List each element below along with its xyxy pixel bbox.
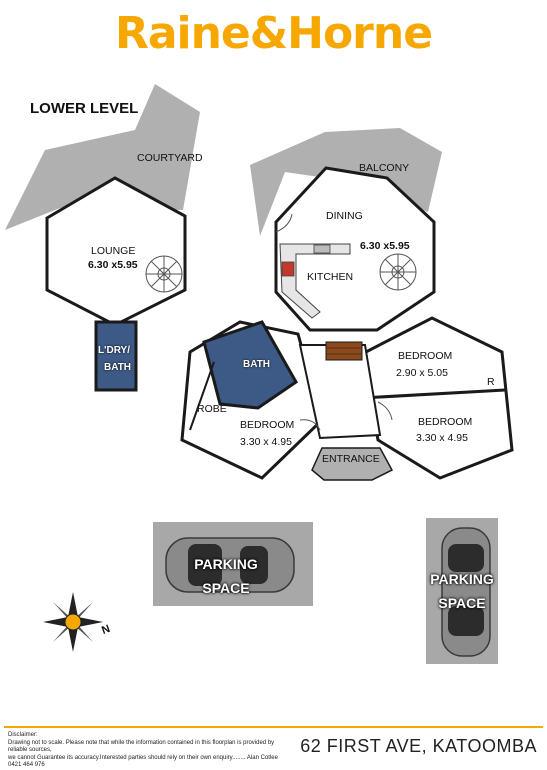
level-title: LOWER LEVEL: [30, 100, 139, 117]
laundry-bath-room: [94, 320, 138, 392]
disclaimer-title: Disclaimer:: [8, 732, 38, 738]
robe-marker: R: [487, 376, 495, 388]
floorplan-drawing: [5, 84, 514, 664]
lounge-walls: [45, 176, 187, 327]
balcony-label: BALCONY: [359, 162, 410, 174]
bedroom-right-label: BEDROOM: [418, 416, 473, 428]
bedroom-left-size: 3.30 x 4.95: [240, 436, 292, 448]
bedroom-right-walls: [360, 316, 514, 480]
lounge-label: LOUNGE: [91, 245, 136, 257]
dining-size: 6.30 x5.95: [360, 240, 410, 252]
courtyard-label: COURTYARD: [137, 152, 203, 164]
footer-divider: [4, 726, 543, 728]
dining-label: DINING: [326, 210, 363, 222]
entrance-label: ENTRANCE: [322, 453, 380, 465]
disclaimer-line-1: Drawing not to scale. Please note that w…: [8, 739, 275, 754]
kitchen-label: KITCHEN: [307, 271, 354, 283]
kitchen-cooktop: [281, 261, 295, 277]
laundry-label: L'DRY/: [98, 345, 131, 356]
disclaimer-line-2: we cannot Guarantee its accuracy.Interes…: [8, 754, 278, 769]
bedroom-divider-wall: [361, 388, 506, 400]
compass-rose-icon: [43, 592, 103, 652]
entrance-porch: [311, 447, 394, 481]
courtyard-area: [5, 84, 200, 230]
robe-label: ROBE: [197, 403, 227, 415]
hall-stair: [325, 341, 363, 361]
bedroom-top-right-label: BEDROOM: [398, 350, 453, 362]
parking-right-label-2: SPACE: [438, 595, 486, 611]
robe-wall: [189, 361, 215, 431]
door-swings: [275, 213, 393, 431]
property-address: 62 FIRST AVE, KATOOMBA: [300, 736, 537, 756]
laundry-bath-label: BATH: [104, 362, 132, 373]
lounge-size: 6.30 x5.95: [88, 259, 138, 271]
bath-room: [202, 320, 298, 410]
bedroom-right-size: 3.30 x 4.95: [416, 432, 468, 444]
car-left: [165, 537, 295, 593]
bedroom-left-label: BEDROOM: [240, 419, 295, 431]
car-right: [441, 527, 491, 657]
parking-left-label: PARKING SPACE: [194, 556, 258, 596]
lounge-spiral-stair: [145, 255, 183, 293]
bath-label: BATH: [243, 359, 271, 370]
parking-right-label-1: PARKING: [430, 571, 494, 587]
kitchen-sink: [313, 244, 331, 254]
bedroom-top-right-size: 2.90 x 5.05: [396, 367, 448, 379]
kitchen-bench: [279, 243, 351, 319]
brand-logo: Raine&Horne: [114, 8, 433, 59]
dining-spiral-stair: [379, 253, 417, 291]
disclaimer: Disclaimer: Drawing not to scale. Please…: [8, 732, 278, 770]
